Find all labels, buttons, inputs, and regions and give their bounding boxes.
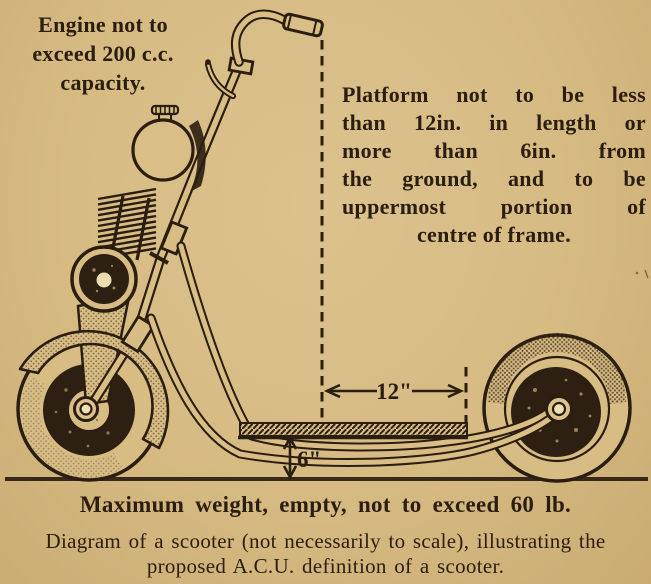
rear-hub bbox=[545, 395, 573, 423]
caption-line: proposed A.C.U. definition of a scooter. bbox=[146, 554, 505, 578]
platform-note-line: centre of frame. bbox=[416, 222, 572, 247]
figure-caption: Diagram of a scooter (not necessarily to… bbox=[0, 529, 651, 579]
front-mudguard bbox=[18, 329, 170, 450]
handlebar-grip bbox=[282, 12, 324, 38]
brake-lever bbox=[204, 59, 237, 100]
engine-capacity-note: Engine not to exceed 200 c.c. capacity. bbox=[10, 10, 196, 97]
tube-collar-upper bbox=[159, 220, 189, 256]
print-artifacts bbox=[635, 269, 649, 279]
platform-note-line: than 12in. in length or bbox=[342, 110, 646, 135]
engine bbox=[70, 187, 169, 313]
front-hub bbox=[73, 396, 99, 422]
caption-line: Diagram of a scooter (not necessarily to… bbox=[45, 529, 606, 553]
front-ring-speckles bbox=[54, 386, 112, 448]
platform-height-dimension: 6" bbox=[282, 435, 321, 480]
engine-note-line: capacity. bbox=[60, 70, 146, 95]
platform-height-label: 6" bbox=[297, 447, 321, 472]
tank-filler-cap bbox=[150, 104, 180, 122]
platform bbox=[238, 422, 468, 440]
engine-note-line: Engine not to bbox=[38, 12, 168, 37]
max-weight-note: Maximum weight, empty, not to exceed 60 … bbox=[79, 492, 572, 517]
handlebar bbox=[204, 9, 324, 100]
platform-note-line: Platform not to be less bbox=[342, 82, 646, 107]
platform-note-line: uppermost portion of bbox=[342, 194, 646, 219]
platform-spec-note: Platform not to be less than 12in. in le… bbox=[342, 81, 646, 249]
platform-note-line: more than 6in. from bbox=[342, 138, 646, 163]
platform-length-label: 12" bbox=[376, 379, 412, 404]
fuel-tank bbox=[131, 104, 206, 192]
platform-length-dimension: 12" bbox=[323, 379, 465, 404]
tube-collar-lower bbox=[120, 314, 156, 354]
platform-note-line: the ground, and to be bbox=[342, 166, 646, 191]
frame-rails bbox=[146, 241, 561, 467]
engine-note-line: exceed 200 c.c. bbox=[32, 41, 174, 66]
